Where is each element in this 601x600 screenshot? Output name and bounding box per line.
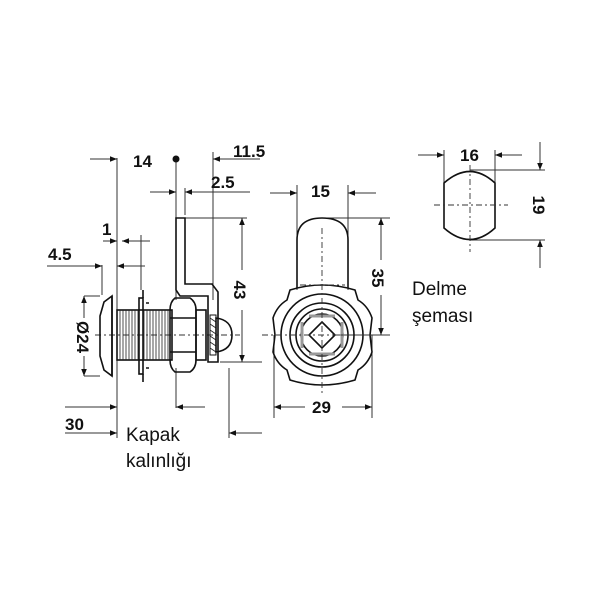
dim-11-5: 11.5	[233, 142, 265, 161]
dim-14: 14	[133, 152, 152, 171]
washer	[138, 297, 144, 375]
dim-15: 15	[311, 182, 330, 201]
dim-43: 43	[230, 281, 249, 300]
label-kalinligi: kalınlığı	[126, 451, 191, 472]
pivot-dot	[172, 155, 180, 163]
dim-2-5: 2.5	[211, 173, 235, 192]
dim-4-5: 4.5	[48, 245, 72, 264]
dim-1: 1	[102, 220, 111, 239]
dim-35: 35	[368, 269, 387, 288]
dim-19: 19	[529, 196, 548, 215]
label-semasi: şeması	[412, 306, 473, 327]
cutout-shape	[443, 170, 496, 241]
key-square	[307, 320, 337, 350]
label-delme: Delme	[412, 279, 467, 300]
dim-30: 30	[65, 415, 84, 434]
cam-tongue	[296, 217, 349, 288]
front-view: 15 35 29	[262, 182, 390, 418]
flange-head	[99, 294, 113, 378]
threaded-barrel	[116, 309, 173, 361]
hex-nut	[169, 297, 197, 373]
lock-body	[272, 284, 373, 386]
screw-head	[215, 317, 233, 353]
cutout-view: 16 19 Delme şeması	[412, 142, 548, 327]
dim-diameter-24: Ø24	[73, 321, 92, 354]
label-kapak: Kapak	[126, 425, 180, 446]
dim-29: 29	[312, 398, 331, 417]
side-view: 14 11.5 2.5 1 4.5 Ø24 43 30	[47, 142, 265, 472]
cam-arm	[175, 217, 219, 363]
dim-16: 16	[460, 146, 479, 165]
